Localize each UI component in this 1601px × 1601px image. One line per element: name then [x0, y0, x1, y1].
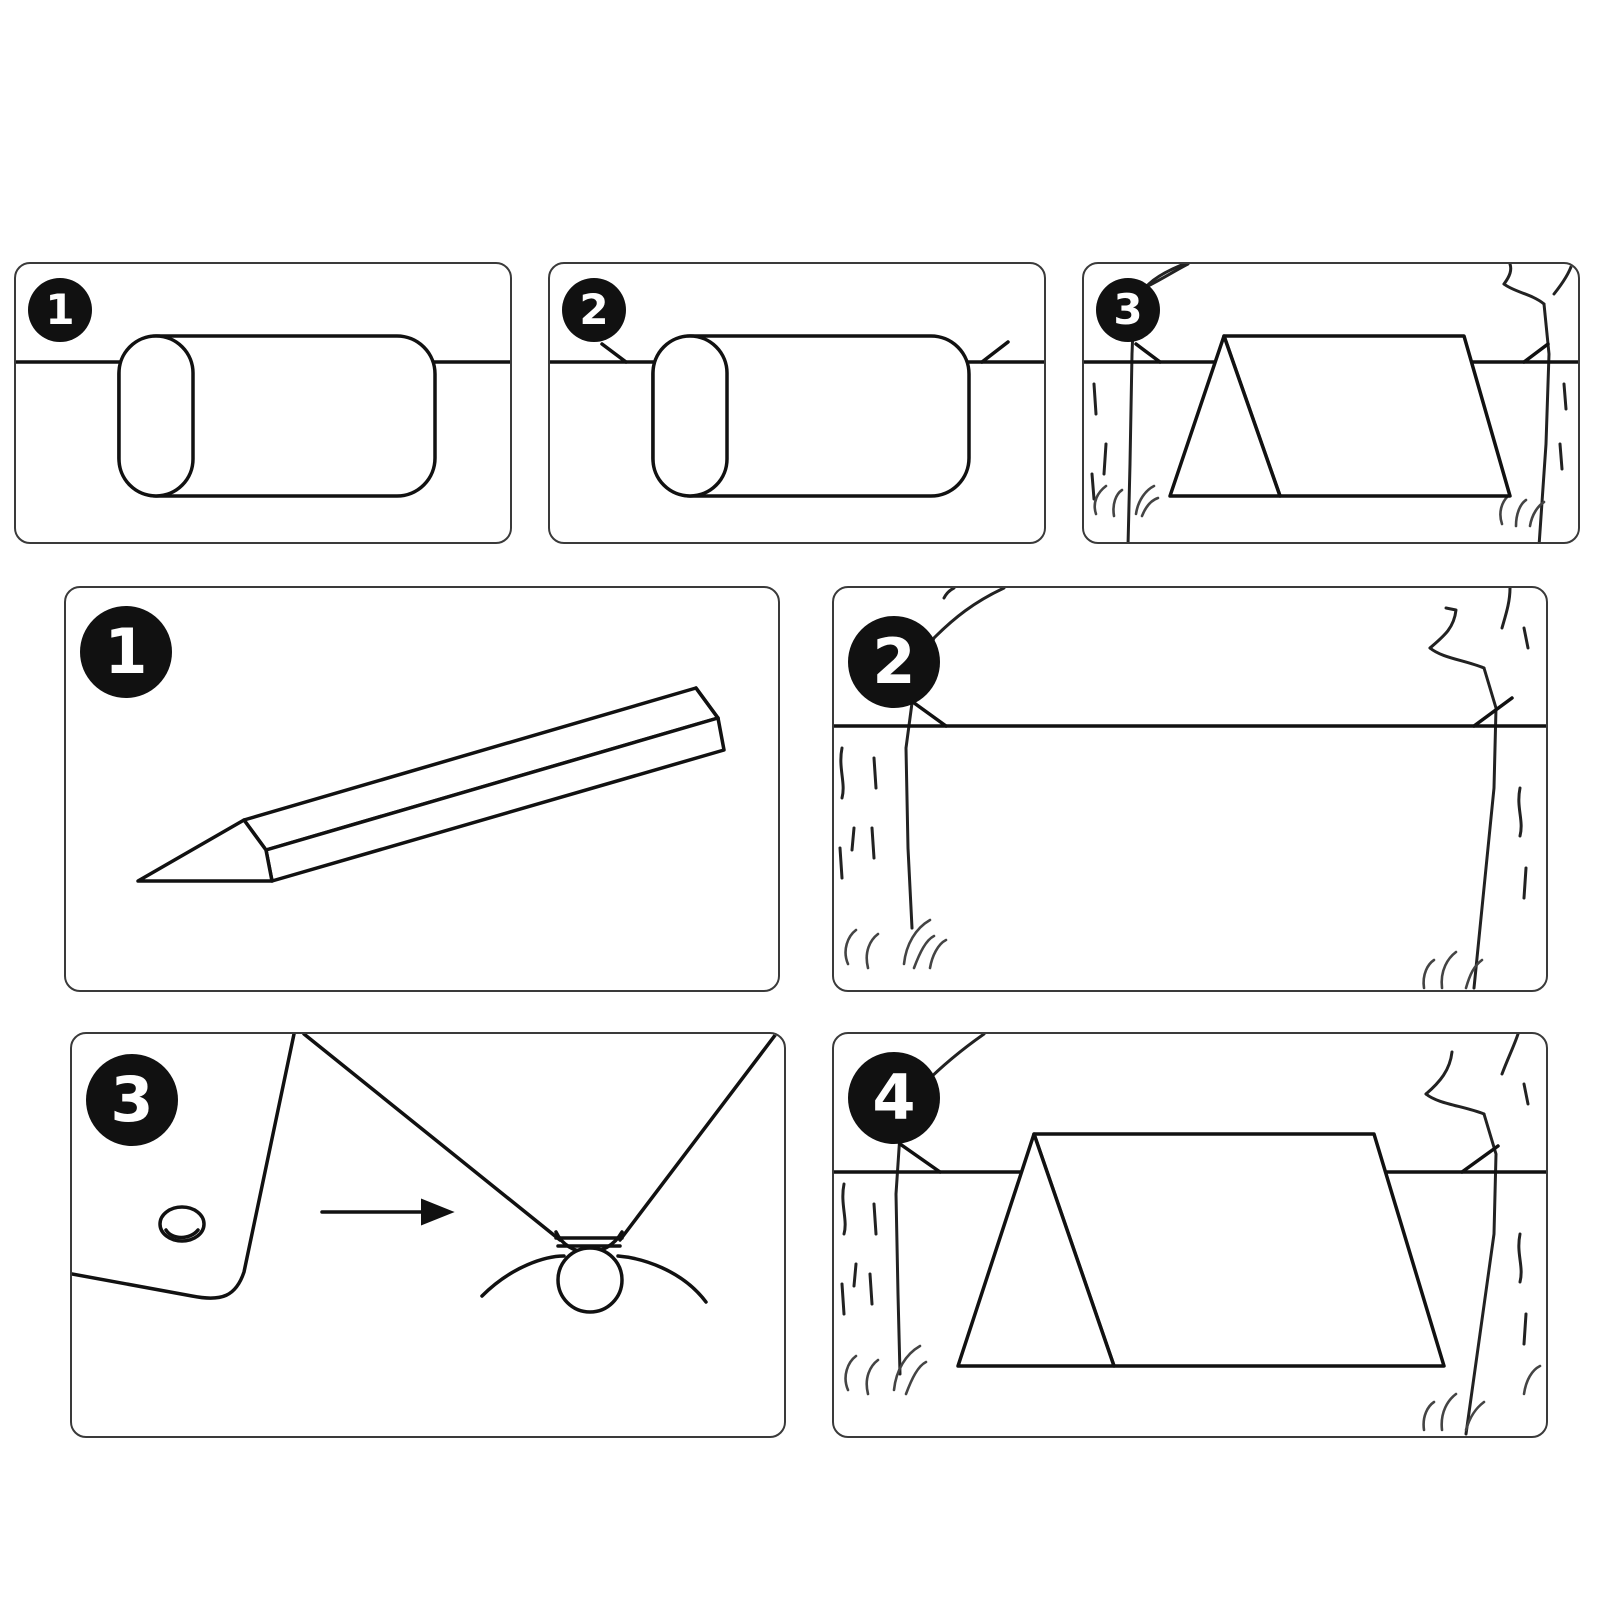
rope-line — [834, 696, 1546, 728]
tree-icon — [1424, 1034, 1530, 1436]
grass-icon — [844, 1344, 1542, 1432]
a-frame-tarp-icon — [1168, 334, 1512, 498]
top-step-1-illustration — [16, 334, 510, 498]
bottom-step-3-badge: 3 — [86, 1054, 178, 1146]
top-step-3-illustration — [1084, 264, 1578, 542]
top-step-3-badge: 3 — [1096, 278, 1160, 342]
top-step-2-illustration — [550, 334, 1044, 498]
bottom-step-1-illustration — [136, 686, 726, 883]
bottom-step-4-panel: 4 — [832, 1032, 1548, 1438]
tarp-corner-icon — [302, 1034, 778, 1314]
bottom-step-2-panel: 2 — [832, 586, 1548, 992]
arrow-right-icon — [320, 1198, 455, 1226]
bottom-step-4-illustration — [834, 1034, 1546, 1436]
top-step-3-panel: 3 — [1082, 262, 1580, 544]
bottom-step-1-panel: 1 — [64, 586, 780, 992]
bottom-step-3-illustration — [72, 1034, 778, 1314]
top-step-1-badge: 1 — [28, 278, 92, 342]
bottom-step-1-badge: 1 — [80, 606, 172, 698]
top-step-1-panel: 1 — [14, 262, 512, 544]
tree-icon — [1428, 588, 1530, 990]
a-frame-tarp-icon — [956, 1132, 1446, 1368]
grass-icon — [844, 918, 1484, 990]
top-step-2-panel: 2 — [548, 262, 1046, 544]
rolled-tarp-icon — [651, 334, 971, 498]
bottom-step-2-illustration — [834, 588, 1546, 990]
bottom-step-4-badge: 4 — [848, 1052, 940, 1144]
rolled-tarp-icon — [117, 334, 437, 498]
tree-icon — [1502, 264, 1574, 542]
bottom-step-2-badge: 2 — [848, 616, 940, 708]
tent-stake-icon — [136, 686, 726, 883]
tarp-grommet-icon — [72, 1034, 296, 1300]
bottom-step-3-panel: 3 — [70, 1032, 786, 1438]
top-step-2-badge: 2 — [562, 278, 626, 342]
